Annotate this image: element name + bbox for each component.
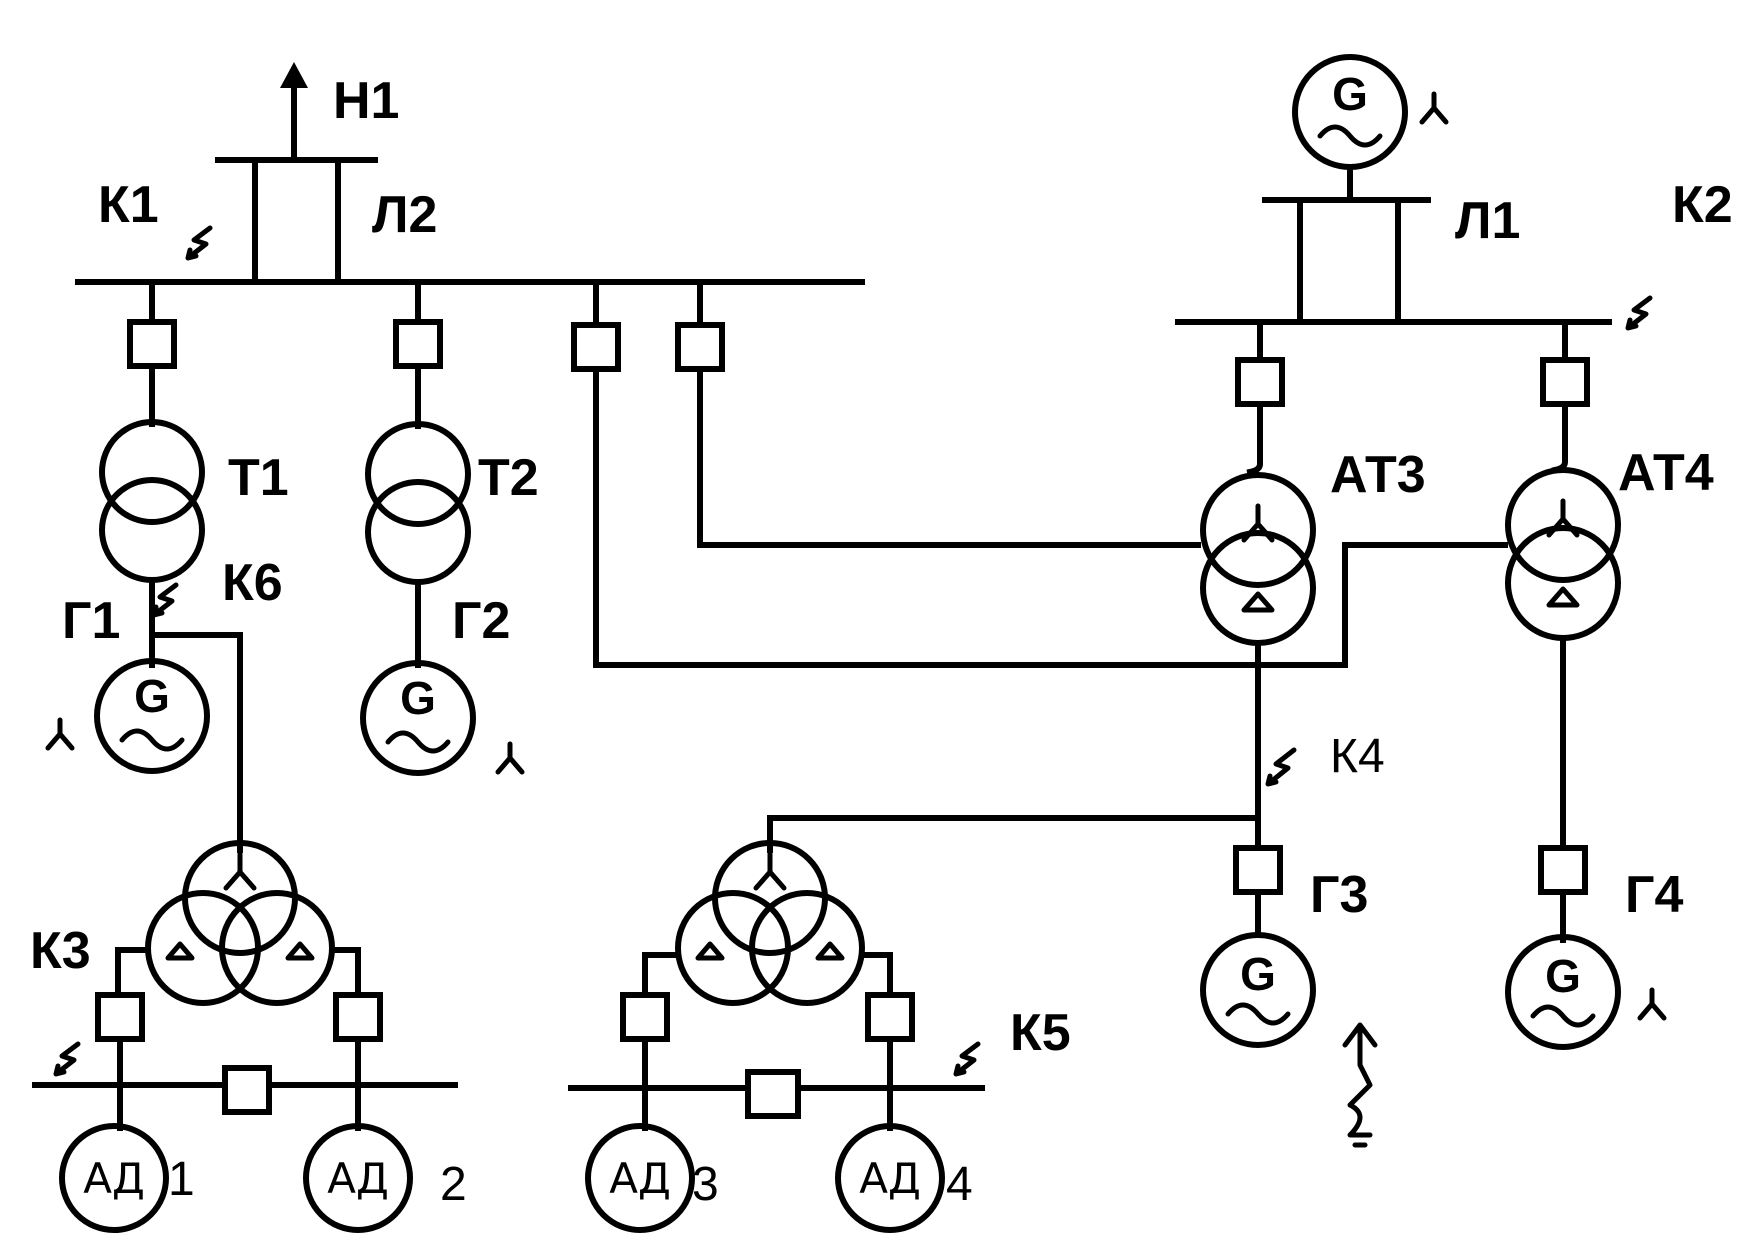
label-motor-2: 2 — [440, 1158, 467, 1211]
t3w-left-star-icon — [223, 851, 257, 891]
label-g4: Г4 — [1625, 866, 1683, 924]
top-generator-star-icon — [1419, 91, 1449, 125]
t1-winding-lv — [99, 477, 205, 583]
t3w-mid-breaker-l — [620, 992, 670, 1042]
t3w-mid-right-winding — [749, 890, 865, 1006]
k6-fault-icon — [151, 582, 179, 618]
t3w-mid-breaker-r — [865, 992, 915, 1042]
g1-generator-icon — [94, 658, 210, 774]
motor-ad3-icon — [585, 1123, 695, 1233]
at4-star-icon — [1546, 498, 1580, 538]
g2-symbol: G — [400, 672, 436, 724]
at4-breaker — [1540, 357, 1590, 407]
label-k1: К1 — [98, 176, 159, 234]
at4-winding-hv — [1505, 467, 1621, 583]
t3w-mid-star-icon — [753, 851, 787, 891]
at3-star-icon — [1241, 503, 1275, 543]
g1-symbol: G — [134, 670, 170, 722]
g3-symbol: G — [1240, 948, 1276, 1000]
t2-winding-hv — [365, 421, 471, 527]
g4-generator-icon — [1505, 934, 1621, 1050]
motor-ad4-icon — [835, 1123, 945, 1233]
feeder4-breaker — [675, 322, 725, 372]
motor-ad4-symbol: АД — [859, 1154, 921, 1203]
label-g2: Г2 — [452, 592, 510, 650]
label-at3: АТ3 — [1330, 446, 1426, 504]
t3w-left-delta-b-icon — [285, 941, 315, 961]
t3w-mid-left-winding — [675, 890, 791, 1006]
at3-feeder-mid — [1246, 401, 1263, 476]
t2-winding-lv — [365, 479, 471, 585]
g2-sine-icon — [385, 730, 451, 754]
t3w-left-delta-a-icon — [165, 941, 195, 961]
at3-winding-hv — [1200, 472, 1316, 588]
label-g1: Г1 — [62, 592, 120, 650]
g4-breaker — [1538, 845, 1588, 895]
top-generator-symbol: G — [1332, 68, 1368, 120]
t3w-left-breaker-l — [95, 992, 145, 1042]
k3-fault-icon — [53, 1041, 81, 1077]
motor-bus-left-sectionalizer — [222, 1065, 272, 1115]
n1-arrow-icon — [280, 62, 308, 88]
k5-fault-icon — [953, 1041, 981, 1077]
motor-ad3-symbol: АД — [609, 1154, 671, 1203]
k1-fault-icon — [185, 225, 213, 261]
g3-sine-icon — [1225, 1002, 1291, 1026]
motor-bus-mid-sectionalizer — [745, 1069, 801, 1119]
label-motor-4: 4 — [946, 1158, 973, 1211]
motor-ad2-symbol: АД — [327, 1154, 389, 1203]
label-k2: К2 — [1672, 176, 1733, 234]
t1-winding-hv — [99, 419, 205, 525]
at4-feeder-mid — [1551, 401, 1568, 474]
label-l1: Л1 — [1455, 192, 1520, 250]
label-l2: Л2 — [372, 186, 437, 244]
label-k5: К5 — [1010, 1004, 1071, 1062]
label-k3: К3 — [30, 922, 91, 980]
at3-delta-icon — [1241, 591, 1275, 613]
g4-symbol: G — [1545, 950, 1581, 1002]
label-t1: Т1 — [228, 449, 289, 507]
t3w-left-right-winding — [219, 890, 335, 1006]
g3-breaker — [1233, 845, 1283, 895]
t2-breaker — [393, 319, 443, 369]
label-at4: АТ4 — [1618, 444, 1714, 502]
g3-generator-icon — [1200, 932, 1316, 1048]
label-k4: К4 — [1330, 730, 1385, 783]
t3w-mid-delta-a-icon — [695, 941, 725, 961]
g4-sine-icon — [1530, 1004, 1596, 1028]
label-k6: К6 — [222, 554, 283, 612]
at3-breaker — [1235, 357, 1285, 407]
g2-generator-icon — [360, 660, 476, 776]
label-motor-3: 3 — [692, 1158, 719, 1211]
g4-star-icon — [1637, 987, 1667, 1021]
at4-delta-icon — [1546, 586, 1580, 608]
t1-breaker — [127, 319, 177, 369]
motor-ad1-symbol: АД — [83, 1154, 145, 1203]
g1-sine-icon — [119, 728, 185, 752]
motor-ad1-icon — [59, 1123, 169, 1233]
k2-fault-icon — [1625, 295, 1653, 331]
motor-ad2-icon — [303, 1123, 413, 1233]
label-n1: Н1 — [333, 72, 399, 130]
label-motor-1: 1 — [168, 1153, 195, 1206]
t3w-mid-delta-b-icon — [815, 941, 845, 961]
top-generator-sine-icon — [1317, 124, 1383, 148]
g1-star-icon — [45, 717, 75, 751]
t3w-left-breaker-r — [333, 992, 383, 1042]
g2-star-icon — [495, 741, 525, 775]
feeder3-breaker — [571, 322, 621, 372]
g3-grounding-icon — [1342, 1022, 1378, 1148]
k4-fault-icon — [1265, 747, 1297, 787]
label-t2: Т2 — [478, 449, 539, 507]
label-g3: Г3 — [1310, 866, 1368, 924]
